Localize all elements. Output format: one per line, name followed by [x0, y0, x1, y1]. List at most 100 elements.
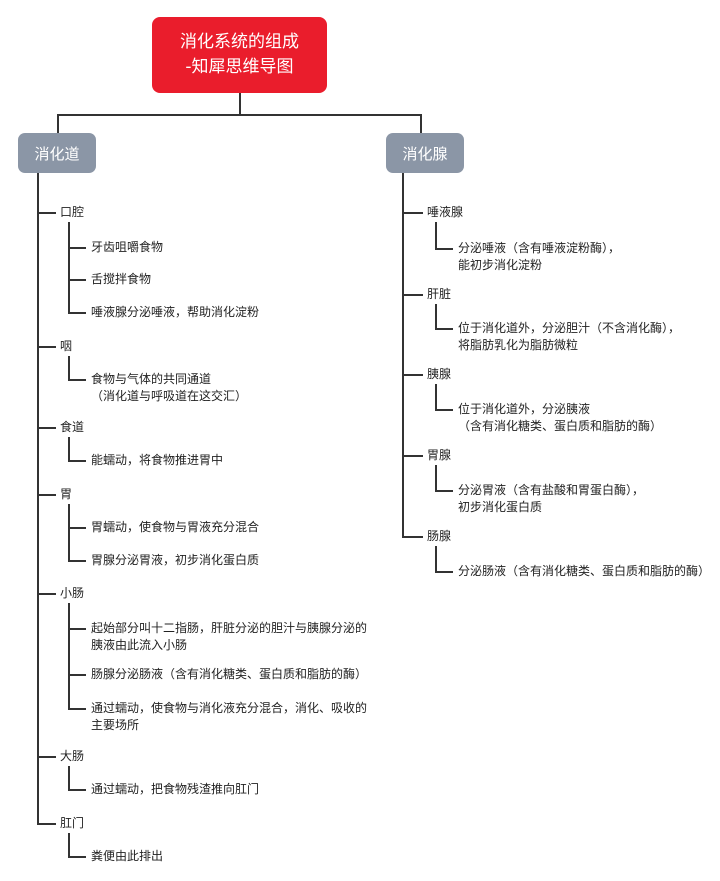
right-group-0-text: 唾液腺 [427, 205, 464, 219]
left-item-0-2-text: 唾液腺分泌唾液，帮助消化淀粉 [91, 305, 260, 319]
left-item-2-0[interactable]: 能蠕动，将食物推进胃中 [91, 452, 223, 469]
right-group-2[interactable]: 胰腺 [427, 366, 451, 383]
left-item-connector [68, 789, 86, 791]
right-item-connector [435, 409, 453, 411]
left-item-0-0[interactable]: 牙齿咀嚼食物 [91, 239, 163, 256]
root-connector [420, 114, 422, 133]
right-group-connector [402, 294, 423, 296]
left-group-5[interactable]: 大肠 [60, 748, 84, 765]
right-sub-trunk [435, 465, 437, 491]
root-connector [57, 114, 421, 116]
root-connector [57, 114, 59, 133]
right-group-connector [402, 374, 423, 376]
right-item-3-0[interactable]: 分泌胃液（含有盐酸和胃蛋白酶）， 初步消化蛋白质 [458, 482, 644, 516]
left-group-0-text: 口腔 [60, 205, 85, 219]
right-item-4-0[interactable]: 分泌肠液（含有消化糖类、蛋白质和脂肪的酶） [458, 563, 710, 580]
left-item-connector [68, 674, 86, 676]
right-item-1-0[interactable]: 位于消化道外，分泌胆汁（不含消化酶），将脂肪乳化为脂肪微粒 [458, 320, 680, 354]
right-item-connector [435, 571, 453, 573]
left-item-4-0-text: 起始部分叫十二指肠，肝脏分泌的胆汁与胰腺分泌的 [91, 621, 368, 635]
left-item-1-0[interactable]: 食物与气体的共同通道（消化道与呼吸道在这交汇） [91, 371, 247, 405]
right-item-connector [435, 328, 453, 330]
branch-digestive-glands[interactable]: 消化腺 [386, 133, 464, 173]
right-group-1-text: 肝脏 [427, 287, 452, 301]
left-group-5-text: 大肠 [60, 749, 85, 763]
left-group-connector [37, 823, 56, 825]
left-item-1-0-text: 食物与气体的共同通道 [91, 372, 212, 386]
left-group-3[interactable]: 胃 [60, 486, 72, 503]
root-topic-line1: 消化系统的组成 [180, 32, 299, 52]
left-group-connector [37, 494, 56, 496]
left-group-connector [37, 756, 56, 758]
left-group-4-text: 小肠 [60, 586, 85, 600]
left-sub-trunk [68, 766, 70, 790]
right-group-4[interactable]: 肠腺 [427, 528, 451, 545]
left-item-5-0-text: 通过蠕动，把食物残渣推向肛门 [91, 782, 260, 796]
left-item-6-0-text: 粪便由此排出 [91, 849, 164, 863]
right-item-1-0-text: 将脂肪乳化为脂肪微粒 [458, 338, 579, 352]
left-item-connector [68, 279, 86, 281]
root-connector [239, 93, 241, 115]
left-item-3-1[interactable]: 胃腺分泌胃液，初步消化蛋白质 [91, 552, 259, 569]
left-item-0-1[interactable]: 舌搅拌食物 [91, 271, 151, 288]
left-group-connector [37, 427, 56, 429]
right-sub-trunk [435, 384, 437, 410]
left-item-connector [68, 708, 86, 710]
right-item-2-0-text: （含有消化糖类、蛋白质和脂肪的酶） [458, 419, 663, 433]
left-item-5-0[interactable]: 通过蠕动，把食物残渣推向肛门 [91, 781, 259, 798]
left-item-4-0[interactable]: 起始部分叫十二指肠，肝脏分泌的胆汁与胰腺分泌的胰液由此流入小肠 [91, 620, 367, 654]
right-group-1[interactable]: 肝脏 [427, 286, 451, 303]
right-trunk [402, 173, 404, 537]
right-item-connector [435, 248, 453, 250]
left-group-connector [37, 593, 56, 595]
left-item-4-1[interactable]: 肠腺分泌肠液（含有消化糖类、蛋白质和脂肪的酶） [91, 666, 367, 683]
left-group-2[interactable]: 食道 [60, 419, 84, 436]
left-item-4-2[interactable]: 通过蠕动，使食物与消化液充分混合，消化、吸收的主要场所 [91, 700, 367, 734]
left-item-6-0[interactable]: 粪便由此排出 [91, 848, 163, 865]
left-sub-trunk [68, 437, 70, 461]
right-sub-trunk [435, 304, 437, 329]
right-group-3[interactable]: 胃腺 [427, 447, 451, 464]
left-group-6[interactable]: 肛门 [60, 815, 84, 832]
right-item-2-0-text: 位于消化道外，分泌胰液 [458, 402, 591, 416]
right-group-connector [402, 536, 423, 538]
right-item-0-0[interactable]: 分泌唾液（含有唾液淀粉酶），能初步消化淀粉 [458, 240, 620, 274]
right-item-3-0-text: 分泌胃液（含有盐酸和胃蛋白酶）， [458, 483, 645, 497]
left-item-connector [68, 560, 86, 562]
left-group-6-text: 肛门 [60, 816, 85, 830]
left-item-0-2[interactable]: 唾液腺分泌唾液，帮助消化淀粉 [91, 304, 259, 321]
right-item-2-0[interactable]: 位于消化道外，分泌胰液 （含有消化糖类、蛋白质和脂肪的酶） [458, 401, 662, 435]
right-sub-trunk [435, 546, 437, 572]
branch-label: 消化道 [34, 144, 80, 163]
left-group-0[interactable]: 口腔 [60, 204, 84, 221]
left-item-4-2-text: 通过蠕动，使食物与消化液充分混合，消化、吸收的 [91, 701, 368, 715]
branch-digestive-tract[interactable]: 消化道 [18, 133, 96, 173]
right-item-3-0-text: 初步消化蛋白质 [458, 500, 543, 514]
left-item-3-0[interactable]: 胃蠕动，使食物与胃液充分混合 [91, 519, 259, 536]
left-group-3-text: 胃 [60, 487, 73, 501]
left-sub-trunk [68, 504, 70, 561]
left-sub-trunk [68, 603, 70, 709]
right-group-2-text: 胰腺 [427, 367, 452, 381]
left-item-connector [68, 247, 86, 249]
left-sub-trunk [68, 222, 70, 313]
left-trunk [37, 173, 39, 824]
branch-label: 消化腺 [402, 144, 448, 163]
right-item-connector [435, 490, 453, 492]
right-group-connector [402, 212, 423, 214]
left-item-connector [68, 460, 86, 462]
right-group-0[interactable]: 唾液腺 [427, 204, 463, 221]
root-topic[interactable]: 消化系统的组成 -知犀思维导图 [152, 17, 327, 93]
left-item-4-2-text: 主要场所 [91, 718, 140, 732]
right-item-0-0-text: 分泌唾液（含有唾液淀粉酶）， [458, 241, 621, 255]
left-group-connector [37, 212, 56, 214]
left-item-connector [68, 312, 86, 314]
left-item-4-0-text: 胰液由此流入小肠 [91, 638, 188, 652]
left-item-0-1-text: 舌搅拌食物 [91, 272, 152, 286]
left-item-connector [68, 856, 86, 858]
right-item-4-0-text: 分泌肠液（含有消化糖类、蛋白质和脂肪的酶） [458, 564, 711, 578]
left-group-4[interactable]: 小肠 [60, 585, 84, 602]
left-group-2-text: 食道 [60, 420, 85, 434]
right-group-4-text: 肠腺 [427, 529, 452, 543]
left-group-1[interactable]: 咽 [60, 338, 72, 355]
